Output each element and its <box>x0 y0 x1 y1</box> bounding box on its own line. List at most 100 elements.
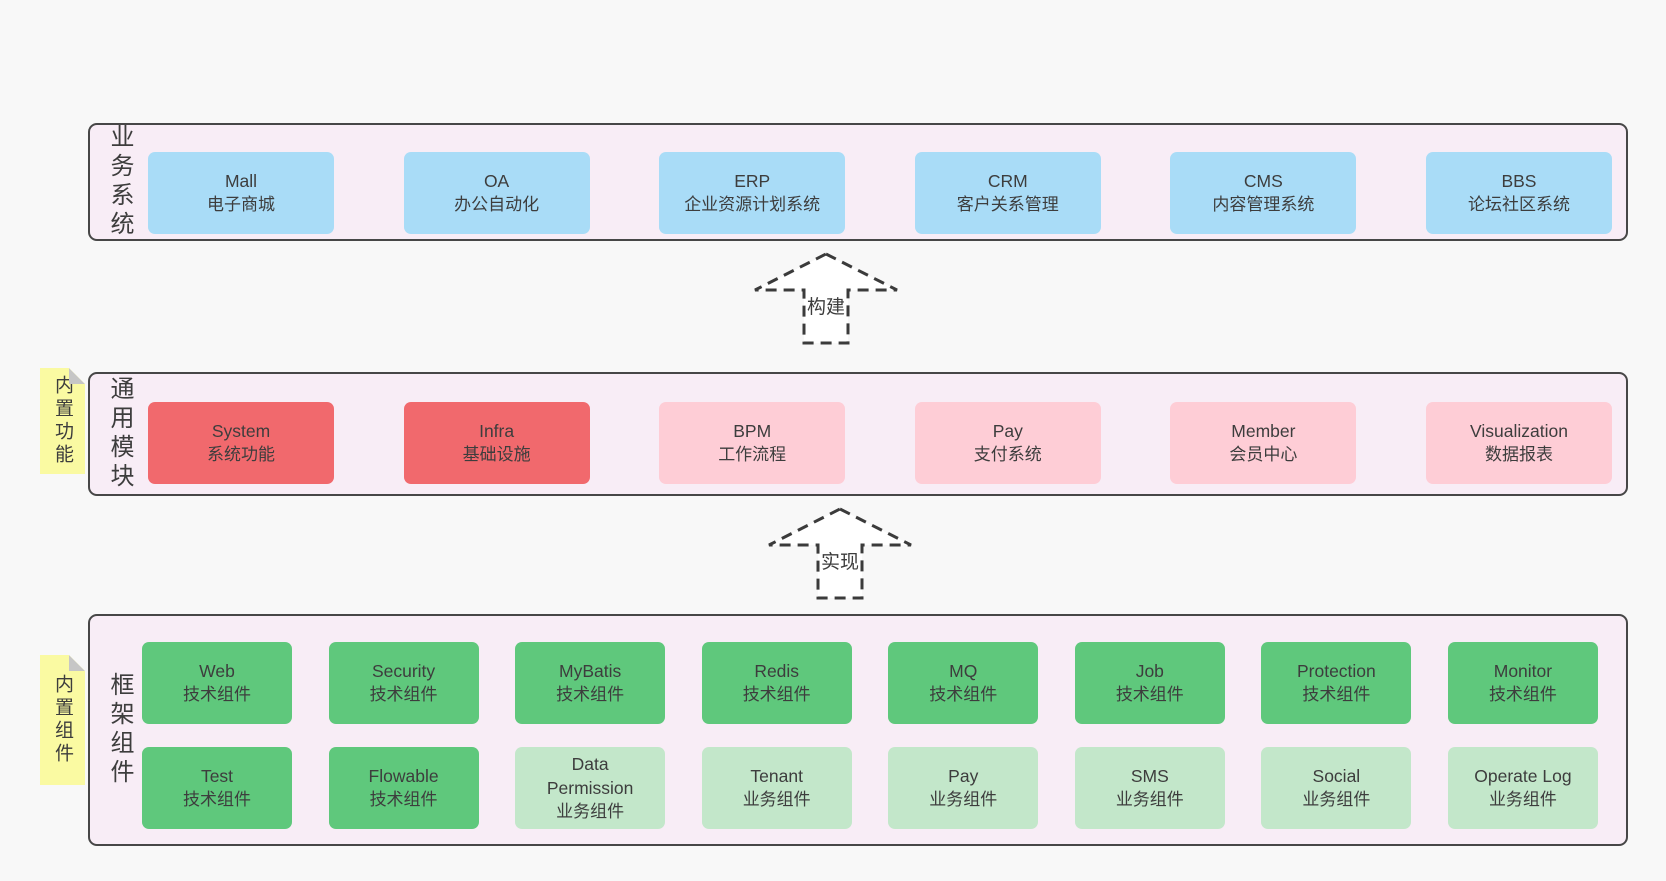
node-name: System <box>211 421 271 441</box>
node-name: Tenant <box>750 766 803 786</box>
node-subtitle: 业务组件 <box>1488 790 1557 809</box>
node-name: CRM <box>987 171 1028 191</box>
node-oa: OA 办公自动化 <box>403 152 590 234</box>
node-cms: CMS 内容管理系统 <box>1170 152 1357 234</box>
node-member: Member 会员中心 <box>1170 402 1357 484</box>
node-name: Test <box>200 766 234 786</box>
node-subtitle: 技术组件 <box>742 685 811 704</box>
node-name: Web <box>199 661 235 681</box>
node-name: Pay <box>948 766 979 786</box>
node-subtitle: 技术组件 <box>1302 685 1371 704</box>
sticky-note-label: 内置功能 <box>52 375 73 467</box>
layer-label-common-modules: 通用模块 <box>106 376 133 492</box>
common-modules-row: System 系统功能 Infra 基础设施 BPM 工作流程 Pay 支付系统… <box>148 402 1612 484</box>
node-subtitle: 业务组件 <box>556 802 625 821</box>
node-mall: Mall 电子商城 <box>148 152 334 234</box>
sticky-note-builtin-features: 内置功能 <box>40 368 85 474</box>
layer-label-framework-components: 框架组件 <box>106 672 133 788</box>
node-subtitle: 电子商城 <box>207 195 275 214</box>
node-pay-component: Pay 业务组件 <box>888 747 1039 829</box>
node-name: Infra <box>479 421 515 441</box>
node-subtitle: 内容管理系统 <box>1212 195 1315 214</box>
node-operate-log: Operate Log 业务组件 <box>1447 747 1598 829</box>
folded-corner-icon <box>69 368 85 384</box>
node-subtitle: 业务组件 <box>742 790 811 809</box>
node-name: CMS <box>1243 171 1283 191</box>
framework-components-row-2: Test 技术组件 Flowable 技术组件 Data Permission … <box>142 747 1598 829</box>
node-subtitle: 基础设施 <box>462 445 531 464</box>
node-subtitle: 办公自动化 <box>454 195 540 214</box>
folded-corner-icon <box>69 655 85 671</box>
node-subtitle: 技术组件 <box>183 685 251 704</box>
node-name: Data Permission <box>546 754 634 798</box>
node-redis: Redis 技术组件 <box>701 642 852 724</box>
node-name: Operate Log <box>1474 766 1572 786</box>
business-systems-row: Mall 电子商城 OA 办公自动化 ERP 企业资源计划系统 CRM 客户关系… <box>148 152 1612 234</box>
layer-label-business-systems: 业务系统 <box>106 124 133 240</box>
node-visualization: Visualization 数据报表 <box>1425 402 1612 484</box>
sticky-note-label: 内置组件 <box>52 674 73 766</box>
node-erp: ERP 企业资源计划系统 <box>659 152 846 234</box>
layer-framework-components: 框架组件 Web 技术组件 Security 技术组件 MyBatis 技术组件… <box>88 614 1628 846</box>
framework-components-row-1: Web 技术组件 Security 技术组件 MyBatis 技术组件 Redi… <box>142 642 1598 724</box>
node-system: System 系统功能 <box>148 402 334 484</box>
node-tenant: Tenant 业务组件 <box>701 747 852 829</box>
node-name: MyBatis <box>559 661 622 681</box>
build-arrow-label: 构建 <box>807 296 845 318</box>
node-sms: SMS 业务组件 <box>1074 747 1225 829</box>
node-infra: Infra 基础设施 <box>403 402 590 484</box>
node-name: Pay <box>992 421 1023 441</box>
node-data-permission: Data Permission 业务组件 <box>515 747 666 829</box>
node-name: Monitor <box>1493 661 1553 681</box>
node-name: Protection <box>1296 661 1376 681</box>
build-arrow-icon: 构建 <box>754 252 898 345</box>
node-social: Social 业务组件 <box>1261 747 1412 829</box>
node-subtitle: 技术组件 <box>369 685 438 704</box>
node-crm: CRM 客户关系管理 <box>914 152 1101 234</box>
node-name: SMS <box>1130 766 1169 786</box>
layer-business-systems: 业务系统 Mall 电子商城 OA 办公自动化 ERP 企业资源计划系统 CRM… <box>88 123 1628 241</box>
node-subtitle: 论坛社区系统 <box>1467 195 1570 214</box>
node-subtitle: 技术组件 <box>556 685 625 704</box>
node-bpm: BPM 工作流程 <box>659 402 846 484</box>
node-subtitle: 企业资源计划系统 <box>684 195 821 214</box>
node-name: Flowable <box>368 766 439 786</box>
node-subtitle: 客户关系管理 <box>956 195 1059 214</box>
node-name: Job <box>1135 661 1164 681</box>
node-name: BBS <box>1501 171 1537 191</box>
implement-arrow-label: 实现 <box>821 551 859 573</box>
node-subtitle: 业务组件 <box>929 790 998 809</box>
implement-arrow-icon: 实现 <box>768 507 912 600</box>
node-name: Social <box>1312 766 1361 786</box>
node-security: Security 技术组件 <box>328 642 479 724</box>
node-job: Job 技术组件 <box>1074 642 1225 724</box>
node-web: Web 技术组件 <box>142 642 292 724</box>
node-name: Member <box>1231 421 1296 441</box>
node-name: Mall <box>224 171 258 191</box>
node-flowable: Flowable 技术组件 <box>328 747 479 829</box>
node-bbs: BBS 论坛社区系统 <box>1425 152 1612 234</box>
node-name: ERP <box>734 171 771 191</box>
node-subtitle: 技术组件 <box>183 790 251 809</box>
node-subtitle: 技术组件 <box>1488 685 1557 704</box>
node-subtitle: 会员中心 <box>1229 445 1298 464</box>
node-name: BPM <box>733 421 772 441</box>
node-subtitle: 支付系统 <box>973 445 1042 464</box>
node-name: MQ <box>949 661 978 681</box>
node-subtitle: 技术组件 <box>1115 685 1184 704</box>
node-pay-module: Pay 支付系统 <box>914 402 1101 484</box>
node-name: Redis <box>754 661 800 681</box>
node-subtitle: 技术组件 <box>929 685 998 704</box>
node-mybatis: MyBatis 技术组件 <box>515 642 666 724</box>
node-protection: Protection 技术组件 <box>1261 642 1412 724</box>
node-mq: MQ 技术组件 <box>888 642 1039 724</box>
layer-common-modules: 通用模块 System 系统功能 Infra 基础设施 BPM 工作流程 Pay… <box>88 372 1628 496</box>
node-subtitle: 系统功能 <box>207 445 275 464</box>
node-subtitle: 数据报表 <box>1484 445 1553 464</box>
node-subtitle: 业务组件 <box>1115 790 1184 809</box>
node-subtitle: 技术组件 <box>369 790 438 809</box>
node-subtitle: 工作流程 <box>718 445 787 464</box>
node-test: Test 技术组件 <box>142 747 292 829</box>
sticky-note-builtin-components: 内置组件 <box>40 655 85 785</box>
